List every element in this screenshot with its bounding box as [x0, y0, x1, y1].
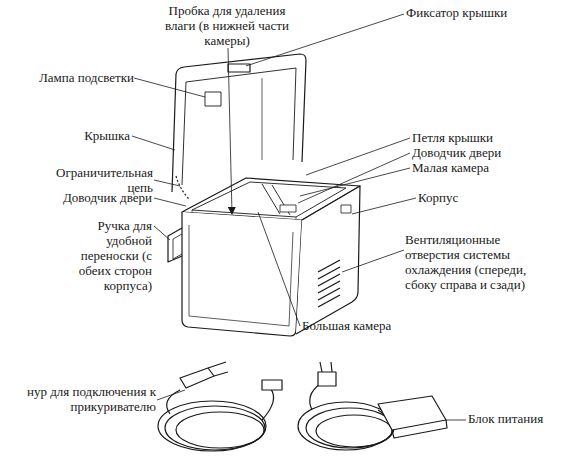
part-label: Корпус [418, 190, 568, 205]
leader-lines [132, 14, 466, 420]
part-label: Пробка для удаления влаги (в нижней част… [152, 3, 302, 48]
handle [168, 228, 182, 262]
vents [318, 260, 340, 307]
part-label: Малая камера [412, 160, 572, 175]
power-block [378, 396, 446, 430]
part-label: Лампа подсветки [0, 70, 134, 85]
power-cable [298, 362, 447, 450]
part-label: Вентиляционные отверстия системы охлажде… [405, 232, 555, 292]
lid-inner [182, 68, 296, 185]
part-label: Большая камера [302, 318, 452, 333]
chain [176, 176, 190, 200]
part-label: Доводчик двери [0, 190, 152, 205]
lid [172, 54, 306, 192]
part-label: нур для подключения к прикуривателю [0, 384, 156, 414]
lamp [205, 92, 221, 106]
lid-latch [228, 64, 250, 72]
body-side [296, 186, 360, 334]
part-label: Ручка для удобной переноски (с обеих сто… [52, 218, 152, 293]
body-front [182, 212, 302, 336]
part-label: Петля крышки [412, 130, 572, 145]
part-label: Блок питания [468, 411, 578, 426]
part-label: Доводчик двери [412, 145, 572, 160]
car-cable [158, 362, 282, 451]
part-label: Фиксатор крышки [406, 5, 556, 20]
part-label: Крышка [0, 128, 130, 143]
